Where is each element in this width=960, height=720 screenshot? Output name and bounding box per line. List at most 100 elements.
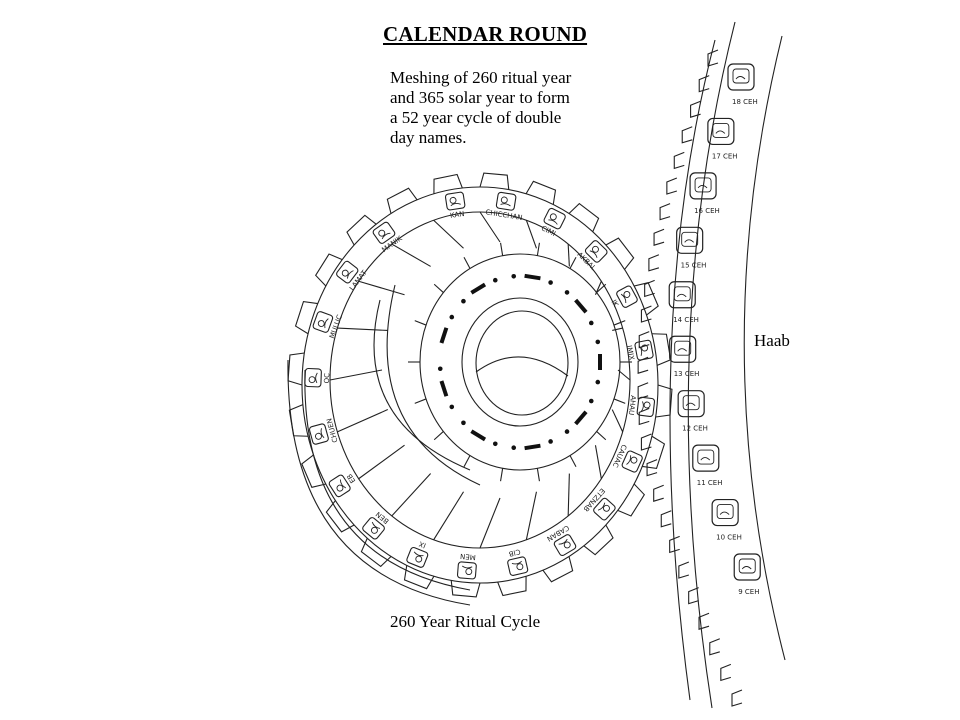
numeral-dot: [492, 277, 498, 283]
numeral-dot: [449, 404, 455, 410]
day-name-label: KAN: [449, 210, 465, 220]
inner-tooth: [463, 256, 471, 269]
glyph-mark: [465, 568, 473, 576]
glyph-mark: [630, 456, 638, 464]
inner-tooth: [500, 468, 504, 482]
glyph-mark: [324, 318, 329, 329]
inner-tooth: [569, 455, 577, 468]
glyph-mark: [589, 250, 598, 258]
numeral-dot: [548, 439, 553, 444]
glyph-mark: [548, 219, 558, 225]
inner-tooth: [433, 431, 444, 441]
haab-tooth: [666, 177, 678, 195]
inner-tooth: [613, 320, 626, 326]
glyph-mark: [500, 196, 508, 204]
glyph-mark: [371, 526, 378, 534]
description: Meshing of 260 ritual year and 365 solar…: [390, 68, 620, 148]
glyph-cartouche: [312, 311, 334, 333]
inner-tooth: [414, 320, 427, 326]
day-name-label: EB: [345, 472, 357, 484]
day-glyph: IK: [610, 285, 638, 309]
haab-tooth: [640, 433, 652, 451]
haab-tooth: [707, 49, 719, 67]
day-glyph: KAN: [444, 191, 466, 220]
day-name-label: AHAU: [627, 395, 637, 416]
haab-glyph-detail: [715, 130, 726, 134]
wheel-tooth: [542, 556, 574, 583]
glyph-mark: [638, 345, 643, 356]
glyph-cartouche: [304, 367, 322, 388]
day-glyph: MULUC: [312, 311, 344, 340]
wheel-tooth: [450, 580, 481, 598]
haab-glyph: [711, 498, 739, 527]
haab-tooth: [637, 382, 649, 400]
inner-tooth: [414, 398, 427, 404]
haab-tooth: [678, 561, 690, 579]
numeral-dot: [564, 290, 570, 295]
haab-glyph-detail: [694, 177, 712, 193]
haab-glyph: [676, 226, 704, 254]
haab-glyph-detail: [677, 348, 688, 352]
haab-entry: 15 CEH: [676, 226, 706, 269]
wheel-tooth: [568, 202, 600, 232]
haab-entry: 16 CEH: [689, 172, 720, 215]
numeral-bar: [574, 410, 588, 426]
day-name-label: CIMI: [540, 224, 557, 238]
day-name-label: IMIX: [625, 345, 636, 361]
haab-glyph-detail: [716, 504, 734, 520]
numeral-bar: [439, 380, 449, 397]
glyph-cartouche: [406, 546, 429, 568]
glyph-mark: [643, 401, 651, 409]
glyph-mark: [371, 521, 381, 529]
haab-glyph: [669, 335, 697, 363]
wheel-spoke: [433, 491, 465, 541]
haab-tooth: [698, 75, 710, 93]
glyph-mark: [315, 372, 318, 384]
wheel-spoke: [358, 280, 405, 296]
glyph-mark: [320, 428, 325, 439]
wheel-tooth: [360, 538, 392, 568]
wheel-spoke: [391, 473, 432, 517]
wheel-spoke: [479, 211, 501, 243]
glyph-mark: [592, 245, 599, 253]
day-glyph: CAUAC: [611, 443, 643, 473]
glyph-mark: [640, 401, 644, 412]
wheel-spoke: [479, 497, 501, 549]
day-glyph: IX: [406, 539, 429, 568]
numeral-bar: [470, 282, 487, 295]
glyph-mark: [341, 269, 349, 277]
inner-tooth: [536, 468, 540, 482]
glyph-mark: [549, 213, 557, 221]
haab-glyph-detail: [738, 558, 756, 574]
inner-tooth: [500, 242, 504, 256]
glyph-mark: [339, 479, 346, 489]
glyph-cartouche: [507, 556, 529, 576]
wheel-tooth: [386, 187, 418, 214]
glyph-mark: [413, 551, 424, 557]
haab-tooth: [669, 535, 680, 554]
haab-tooth: [688, 587, 699, 605]
haab-glyph-detail: [732, 68, 750, 84]
haab-glyph-detail: [673, 286, 691, 302]
wheel-tooth: [346, 214, 377, 246]
wheel-tooth: [287, 352, 305, 386]
tzolkin-wheel: [287, 172, 673, 606]
numeral-dot: [449, 314, 455, 320]
inner-tooth: [569, 256, 577, 269]
day-glyph: CHICCHAN: [485, 191, 523, 222]
numeral-dot: [564, 429, 570, 434]
haab-entry: 11 CEH: [692, 444, 723, 487]
glyph-mark: [381, 232, 391, 240]
wheel-tooth: [479, 172, 510, 190]
glyph-cartouche: [456, 561, 477, 580]
glyph-mark: [500, 203, 511, 207]
wheel-tooth: [294, 301, 318, 335]
haab-tooth: [720, 663, 732, 682]
wheel-spoke: [433, 219, 464, 249]
haab-glyph-detail: [697, 184, 708, 189]
wheel-tooth: [301, 454, 326, 488]
glyph-mark: [378, 229, 386, 237]
glyph-cartouche: [372, 221, 396, 244]
numeral-bar: [574, 298, 588, 314]
